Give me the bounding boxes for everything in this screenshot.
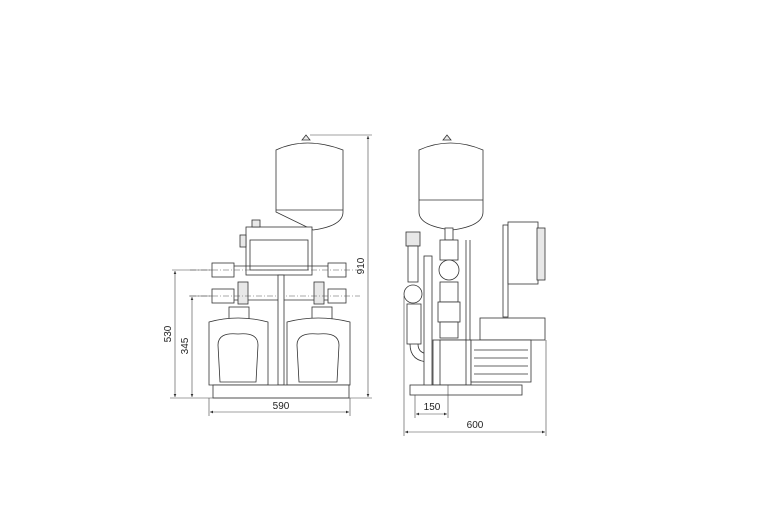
stand-post xyxy=(277,274,285,386)
pressure-tank xyxy=(275,134,344,231)
pressure-tank-side xyxy=(418,134,484,231)
dim-150: 150 xyxy=(424,402,441,413)
pump-right xyxy=(286,306,351,386)
dim-910: 910 xyxy=(356,257,367,274)
dim-600: 600 xyxy=(467,420,484,431)
manifold-pipes xyxy=(190,262,360,305)
pump-left xyxy=(208,306,269,386)
valve-assembly xyxy=(403,227,471,387)
control-box-side xyxy=(502,221,546,318)
front-view xyxy=(190,134,360,399)
base-frame xyxy=(212,384,350,399)
dim-590: 590 xyxy=(273,401,290,412)
side-dimensions: 150 600 xyxy=(403,296,547,436)
control-box xyxy=(239,219,313,276)
front-dimensions: 910 530 345 590 xyxy=(163,134,372,416)
dim-345: 345 xyxy=(180,337,191,354)
pump-motor xyxy=(432,317,546,386)
dim-530: 530 xyxy=(163,325,174,342)
side-view xyxy=(403,134,546,396)
base-frame-side xyxy=(409,384,523,396)
